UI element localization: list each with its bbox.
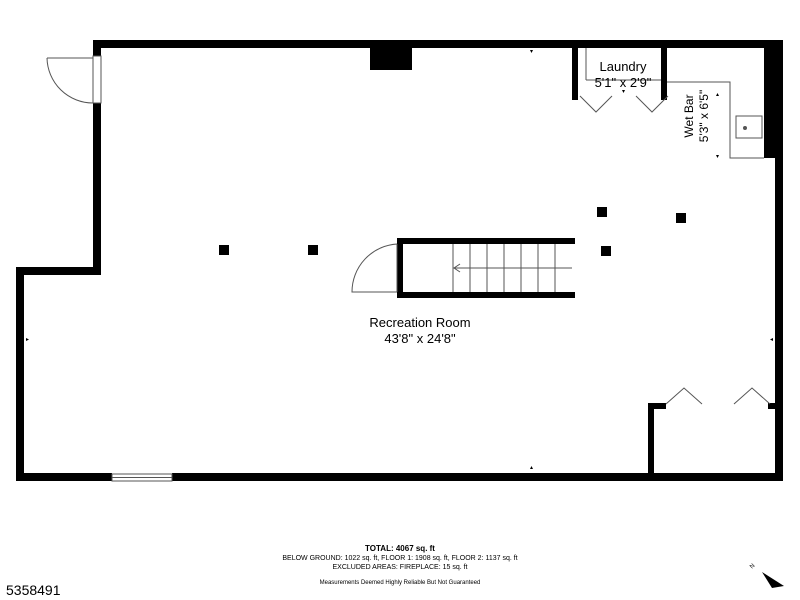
measurement-disclaimer: Measurements Deemed Highly Reliable But …: [319, 580, 481, 586]
laundry-walls: [572, 44, 669, 113]
laundry-label: Laundry 5'1" x 2'9": [580, 59, 666, 91]
exterior-walls: [16, 40, 783, 481]
entry-door: [46, 55, 102, 104]
laundry-name: Laundry: [599, 59, 647, 74]
stair-door: [351, 243, 398, 293]
support-columns: [219, 207, 686, 256]
compass-north-icon: N: [749, 563, 784, 588]
recreation-room-label: Recreation Room 43'8" x 24'8": [340, 315, 500, 347]
window-bottom: [111, 473, 173, 482]
staircase: [397, 238, 575, 298]
excluded-areas: EXCLUDED AREAS: FIREPLACE: 15 sq. ft: [332, 564, 468, 571]
area-breakdown: BELOW GROUND: 1022 sq. ft, FLOOR 1: 1908…: [282, 555, 518, 562]
wall-ticks: [26, 50, 773, 469]
wet-bar-name: Wet Bar: [682, 94, 696, 138]
laundry-dims: 5'1" x 2'9": [594, 75, 652, 90]
area-summary: TOTAL: 4067 sq. ft BELOW GROUND: 1022 sq…: [200, 544, 600, 587]
recreation-room-name: Recreation Room: [369, 315, 471, 330]
wet-bar-counter: [667, 81, 764, 159]
listing-id: 5358491: [6, 582, 61, 598]
wet-bar-dims: 5'3" x 6'5": [697, 89, 711, 143]
closet-walls: [648, 387, 777, 481]
fireplace-block: [370, 46, 412, 70]
recreation-room-dims: 43'8" x 24'8": [384, 331, 456, 346]
wet-bar-label: Wet Bar 5'3" x 6'5": [682, 81, 718, 151]
compass-label: N: [749, 563, 756, 570]
total-area: TOTAL: 4067 sq. ft: [365, 544, 435, 553]
